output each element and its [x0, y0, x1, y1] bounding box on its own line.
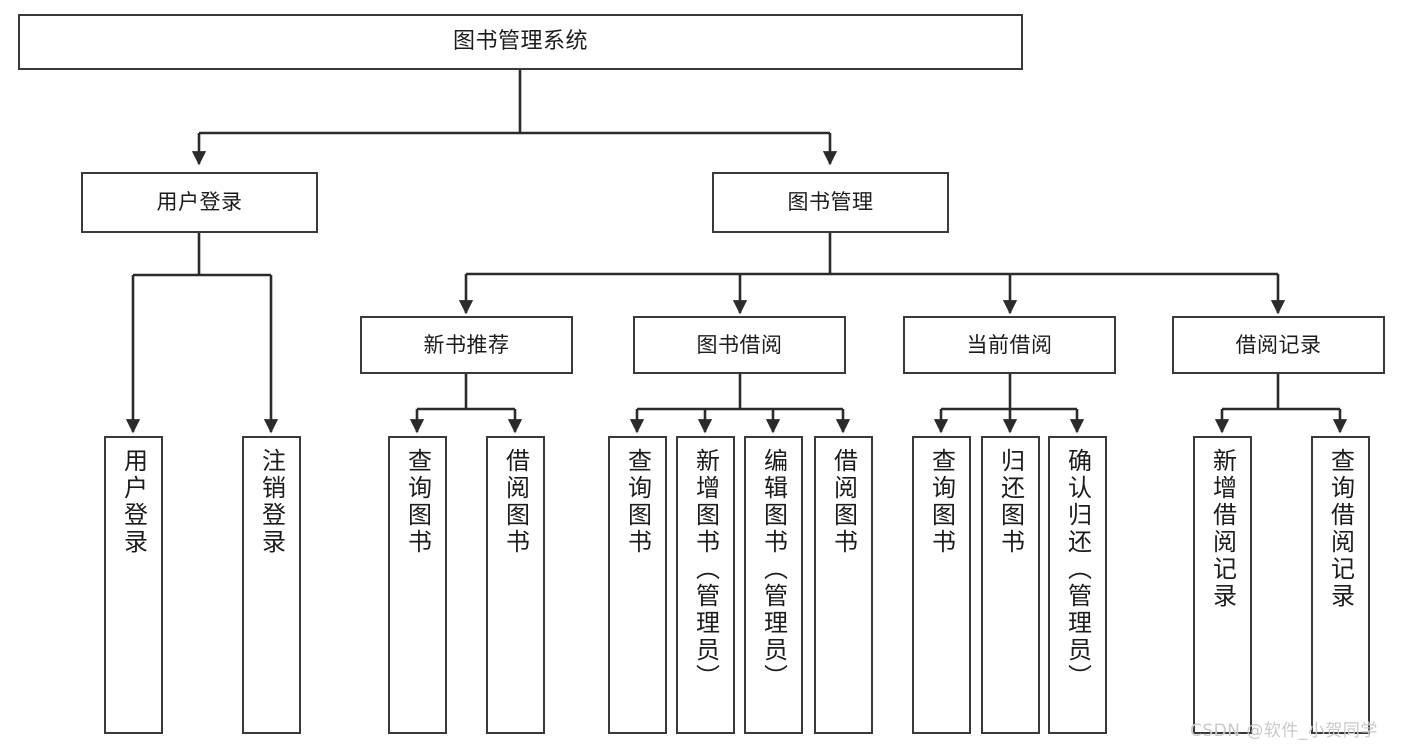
- node-label: 归还图书: [996, 448, 1025, 556]
- node-label: 借阅图书: [829, 448, 858, 556]
- node-leaf-confirm-return[interactable]: 确认归还（管理员）: [1048, 436, 1107, 734]
- csdn-watermark: CSDN @软件_小贺同学: [1190, 721, 1378, 741]
- node-leaf-user-logout[interactable]: 注销登录: [242, 436, 301, 734]
- node-label: 借阅记录: [1235, 332, 1322, 357]
- node-label: 确认归还（管理员）: [1063, 448, 1092, 691]
- node-label: 用户登录: [119, 448, 148, 556]
- node-leaf-add-book[interactable]: 新增图书（管理员）: [676, 436, 735, 734]
- node-label: 当前借阅: [966, 332, 1053, 357]
- node-leaf-borrow-book-2[interactable]: 借阅图书: [814, 436, 873, 734]
- node-label: 查询图书: [623, 448, 652, 556]
- node-leaf-add-record[interactable]: 新增借阅记录: [1193, 436, 1252, 734]
- node-label: 图书管理: [787, 190, 874, 214]
- node-leaf-query-record[interactable]: 查询借阅记录: [1311, 436, 1370, 734]
- node-label: 用户登录: [156, 190, 243, 214]
- node-book-manage[interactable]: 图书管理: [712, 172, 949, 233]
- node-label: 查询图书: [403, 448, 432, 556]
- node-current-borrow[interactable]: 当前借阅: [903, 316, 1116, 374]
- node-leaf-user-login[interactable]: 用户登录: [104, 436, 163, 734]
- node-new-book-recommend[interactable]: 新书推荐: [360, 316, 573, 374]
- node-leaf-edit-book[interactable]: 编辑图书（管理员）: [744, 436, 803, 734]
- node-label: 编辑图书（管理员）: [759, 448, 788, 691]
- node-label: 注销登录: [257, 448, 286, 556]
- node-leaf-return-book[interactable]: 归还图书: [981, 436, 1040, 734]
- node-label: 图书管理系统: [452, 29, 588, 54]
- node-label: 新书推荐: [423, 332, 510, 357]
- node-user-login[interactable]: 用户登录: [81, 172, 318, 233]
- node-leaf-query-book-1[interactable]: 查询图书: [388, 436, 447, 734]
- node-label: 图书借阅: [696, 332, 783, 357]
- node-label: 新增图书（管理员）: [691, 448, 720, 691]
- node-root-system[interactable]: 图书管理系统: [18, 14, 1023, 70]
- node-leaf-query-book-2[interactable]: 查询图书: [608, 436, 667, 734]
- node-book-borrow[interactable]: 图书借阅: [633, 316, 846, 374]
- node-label: 查询借阅记录: [1326, 448, 1355, 610]
- node-leaf-query-book-3[interactable]: 查询图书: [912, 436, 971, 734]
- node-label: 新增借阅记录: [1208, 448, 1237, 610]
- node-borrow-record[interactable]: 借阅记录: [1172, 316, 1385, 374]
- node-label: 借阅图书: [501, 448, 530, 556]
- node-leaf-borrow-book-1[interactable]: 借阅图书: [486, 436, 545, 734]
- node-label: 查询图书: [927, 448, 956, 556]
